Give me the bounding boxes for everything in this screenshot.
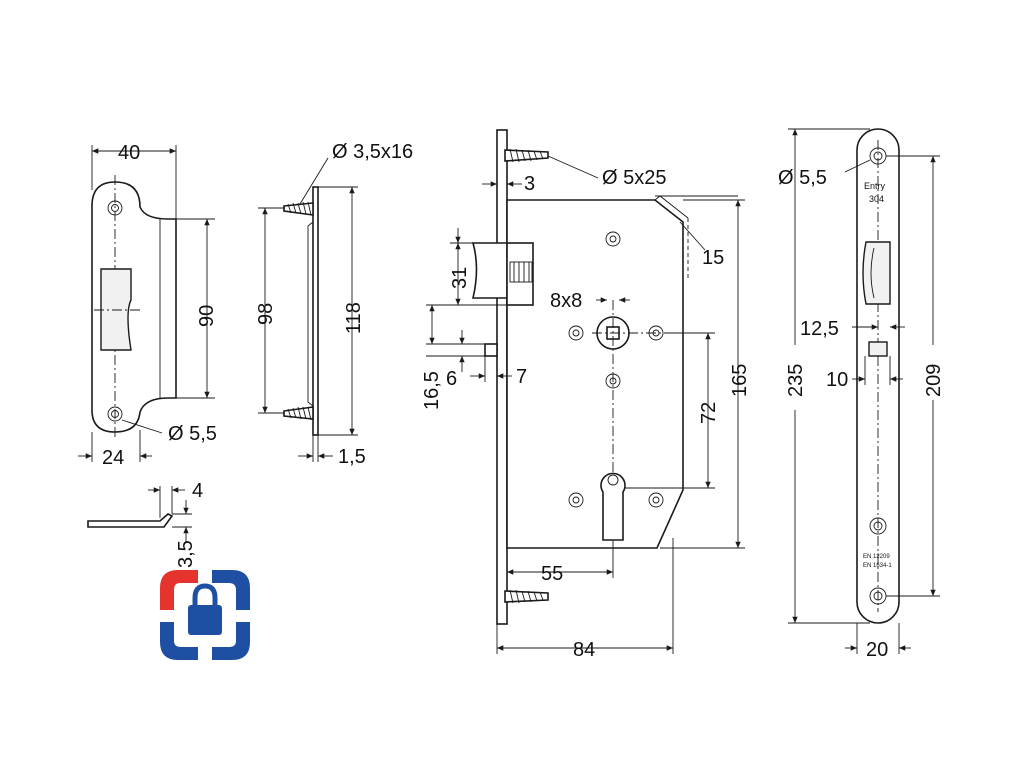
dim-bolt-protrusion: 7 xyxy=(516,366,527,388)
logo-red-corner xyxy=(160,570,198,610)
strike-top-hole xyxy=(107,200,123,216)
dim-tab-width: 4 xyxy=(192,480,203,502)
dim-strike-offset: 24 xyxy=(102,447,124,469)
dead-bolt xyxy=(484,343,498,357)
dim-backset: 55 xyxy=(541,563,563,585)
dim-plate-hole-span: 98 xyxy=(255,303,277,325)
logo-blue-corner-br xyxy=(212,622,250,660)
dim-latch-height: 31 xyxy=(449,267,471,289)
dim-strike-height: 90 xyxy=(196,305,218,327)
faceplate-side xyxy=(496,129,508,625)
dim-screw-large: Ø 5x25 xyxy=(602,167,666,189)
screw-large-bottom xyxy=(504,589,549,604)
padlock-icon xyxy=(188,583,222,635)
dim-face-hole: Ø 5,5 xyxy=(778,167,827,189)
plate-body xyxy=(312,186,319,436)
dim-face-hole-span: 209 xyxy=(923,364,945,397)
dim-faceplate-thickness: 3 xyxy=(524,173,535,195)
face-latch-window xyxy=(862,241,891,305)
lock-body: 3 Ø 5x25 15 31 8x8 16,5 6 7 xyxy=(421,129,751,661)
logo-blue-corner-bl xyxy=(160,622,198,660)
dim-plate-length: 118 xyxy=(343,302,365,334)
face-brand-label: Entry xyxy=(864,181,886,191)
latch-bolt xyxy=(471,242,508,299)
tab-side-view: 4 3,5 xyxy=(87,480,203,568)
dim-tab-height: 3,5 xyxy=(175,540,197,568)
face-standard-2: EN 1634-1 xyxy=(863,563,892,569)
dim-latch-window: 12,5 xyxy=(800,318,839,340)
dim-bolt-width: 6 xyxy=(446,368,457,390)
dim-spindle-square: 8x8 xyxy=(550,290,582,312)
dim-face-width: 20 xyxy=(866,639,888,661)
cylinder-cutout xyxy=(600,472,626,541)
strike-latch-window xyxy=(100,268,132,351)
brand-logo xyxy=(160,570,250,660)
face-lower-hole xyxy=(869,517,887,535)
faceplate-front: Entry 304 EN 12209 EN 1634-1 Ø 5,5 235 2… xyxy=(778,128,945,661)
strike-plate-front: 40 90 Ø 5,5 24 xyxy=(78,142,218,469)
mounting-plate-side: Ø 3,5x16 98 118 1,5 xyxy=(255,141,413,468)
face-bolt-window xyxy=(868,341,888,357)
latch-spring xyxy=(509,261,533,283)
dim-centre-distance: 72 xyxy=(698,402,720,424)
face-standard-1: EN 12209 xyxy=(863,554,890,560)
dim-case-height: 165 xyxy=(729,364,751,397)
dim-case-depth: 84 xyxy=(573,639,595,661)
dim-face-length: 235 xyxy=(785,364,807,397)
screw-small-top xyxy=(283,201,314,216)
strike-bottom-hole-inner xyxy=(111,410,119,418)
dim-corner-chamfer: 15 xyxy=(702,247,724,269)
plate-tab xyxy=(307,221,314,407)
dim-bolt-window: 10 xyxy=(826,369,848,391)
dim-plate-thickness: 1,5 xyxy=(338,446,366,468)
strike-bottom-hole xyxy=(107,406,123,422)
dim-strike-width: 40 xyxy=(118,142,140,164)
dim-latch-offset: 16,5 xyxy=(421,371,443,410)
dim-strike-hole: Ø 5,5 xyxy=(168,423,217,445)
strike-top-hole-inner xyxy=(111,204,119,212)
logo-blue-corner-tr xyxy=(212,570,250,610)
screw-large-top xyxy=(504,148,549,163)
dim-screw-small: Ø 3,5x16 xyxy=(332,141,413,163)
case-holes xyxy=(568,231,664,508)
face-model-label: 304 xyxy=(869,194,884,204)
screw-small-bottom xyxy=(283,406,314,421)
tab-profile xyxy=(87,513,174,528)
